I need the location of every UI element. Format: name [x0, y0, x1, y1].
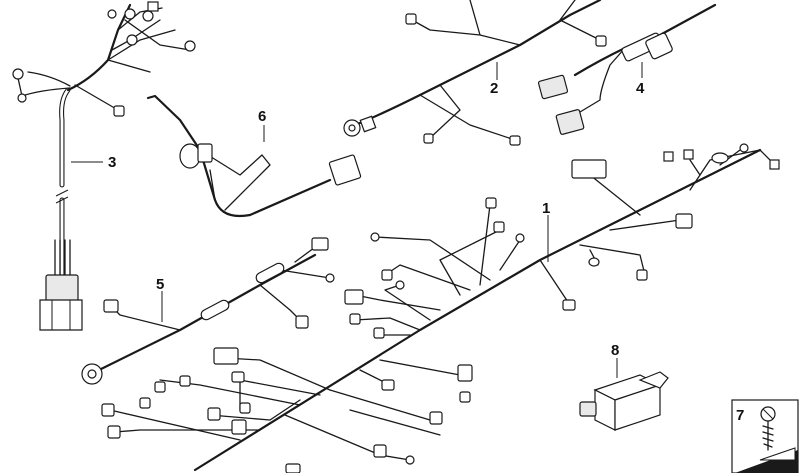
part-8-plug[interactable]	[579, 358, 669, 431]
callout-6: 6	[258, 108, 266, 125]
part-3-harness[interactable]	[12, 1, 196, 331]
part-6-lead[interactable]	[146, 94, 362, 218]
callout-8: 8	[611, 342, 619, 359]
callout-3: 3	[108, 154, 116, 171]
callout-7: 7	[736, 407, 744, 424]
part-5-lead[interactable]	[81, 237, 335, 385]
callout-1: 1	[542, 200, 550, 217]
callout-4: 4	[636, 80, 645, 97]
part-4-lead[interactable]	[537, 3, 717, 135]
part-1-harness[interactable]	[101, 143, 780, 473]
part-2-harness[interactable]	[343, 0, 607, 146]
callout-2: 2	[490, 80, 498, 97]
callout-5: 5	[156, 276, 164, 293]
part-7-screw[interactable]	[731, 399, 799, 473]
